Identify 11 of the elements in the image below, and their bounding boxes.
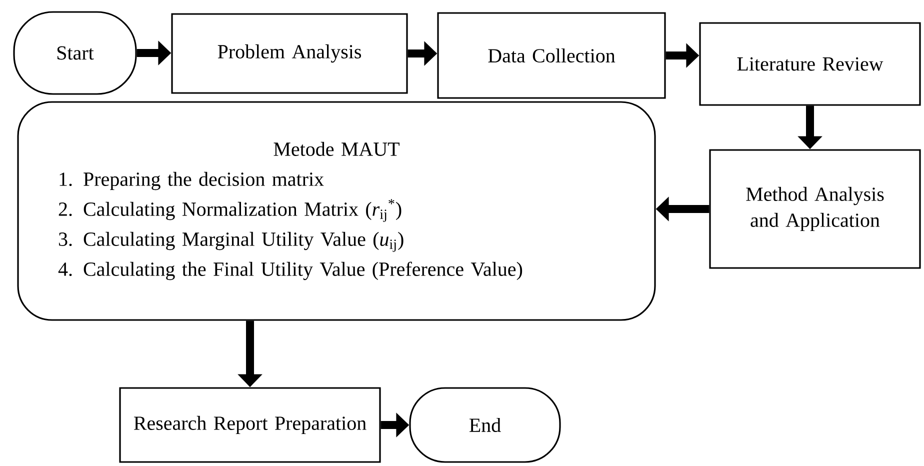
process-box: Research Report Preparation: [119, 387, 381, 463]
list-item: 3. Calculating Marginal Utility Value (u$_{ij}$): [58, 232, 404, 252]
heading: Metode MAUT: [274, 142, 400, 156]
process-box: Data Collection: [437, 12, 666, 99]
process-box: Method Analysis and Application: [709, 149, 921, 269]
list-item: 1. Preparing the decision matrix: [60, 172, 324, 190]
list-item: 2. Calculating Normalization Matrix (r$_{ij}$$^{*}$): [58, 199, 402, 222]
process-box: Problem Analysis: [171, 13, 408, 94]
process-box: Literature Review: [699, 22, 921, 106]
method-box: [17, 101, 656, 321]
list-item: 4. Calculating the Final Utility Value (Preference Value): [58, 262, 522, 280]
